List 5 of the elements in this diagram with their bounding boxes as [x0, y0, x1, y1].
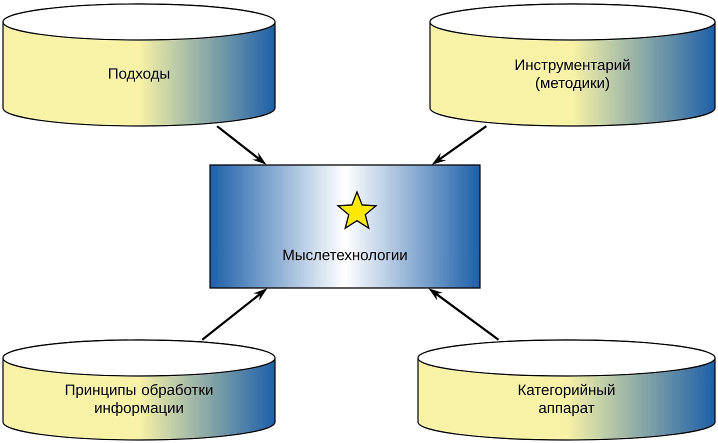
- cylinder: Инструментарий (методики): [429, 3, 716, 127]
- cylinder: Подходы: [2, 3, 276, 127]
- cylinder: Принципы обработки информации: [2, 339, 276, 441]
- cylinder: Категорийный аппарат: [417, 339, 716, 441]
- process-box: Мыслетехнологии: [209, 164, 481, 289]
